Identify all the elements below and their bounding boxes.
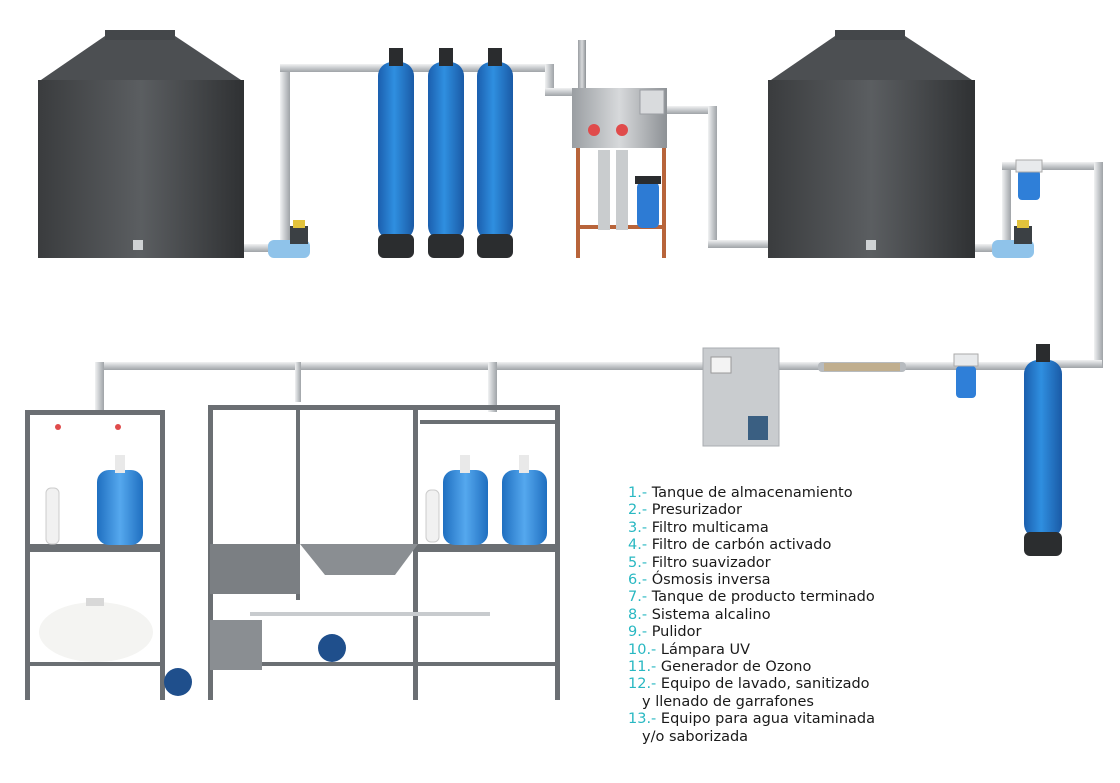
pump-right: [992, 220, 1034, 258]
pipe-network: [95, 64, 1103, 412]
legend-label: Filtro de carbón activado: [651, 537, 832, 554]
legend-item: 11.- Generador de Ozono: [628, 659, 1108, 676]
cartridge-filter: [953, 353, 979, 398]
legend-number: 10.-: [628, 641, 657, 658]
legend-number: 6.-: [628, 572, 648, 589]
legend-label: Lámpara UV: [660, 641, 751, 658]
legend-item: 10.- Lámpara UV: [628, 642, 1108, 659]
filter-columns: [378, 48, 513, 258]
legend-label: Equipo para agua vitaminada: [660, 711, 875, 728]
storage-tank-left: [38, 30, 244, 258]
legend-item: 7.- Tanque de producto terminado: [628, 589, 1108, 606]
legend-item: 6.- Ósmosis inversa: [628, 572, 1108, 589]
legend-label-continuation: y/o saborizada: [642, 728, 749, 745]
legend-label: Sistema alcalino: [651, 606, 771, 623]
legend-label: Ósmosis inversa: [651, 572, 771, 589]
legend-label: Generador de Ozono: [660, 659, 812, 676]
reverse-osmosis-unit: [572, 40, 667, 258]
legend-number: 9.-: [628, 624, 648, 641]
legend-number: 1.-: [628, 485, 648, 501]
legend-label: Equipo de lavado, sanitizado: [660, 676, 870, 693]
jugs-right: [425, 455, 547, 545]
uv-lamp: [818, 362, 906, 372]
legend-label: Pulidor: [651, 624, 702, 641]
legend-label: Tanque de producto terminado: [651, 589, 875, 606]
legend-number: 7.-: [628, 589, 648, 606]
legend-number: 8.-: [628, 606, 648, 623]
legend-item: 3.- Filtro multicama: [628, 520, 1108, 537]
legend-label-continuation: y llenado de garrafones: [642, 693, 814, 710]
washing-filling-station: [208, 405, 560, 700]
legend-number: 12.-: [628, 676, 657, 693]
finished-product-tank: [768, 30, 975, 258]
ozone-generator: [702, 347, 780, 447]
vitamin-flavor-station: [25, 410, 192, 700]
legend-number: 5.-: [628, 554, 648, 571]
legend-item: 4.- Filtro de carbón activado: [628, 537, 1108, 554]
alkaline-system: [1015, 159, 1043, 200]
legend-item: 5.- Filtro suavizador: [628, 555, 1108, 572]
legend-number: 2.-: [628, 502, 648, 519]
legend-label: Filtro suavizador: [651, 554, 771, 571]
legend-number: 13.-: [628, 711, 657, 728]
legend-item: 9.- Pulidor: [628, 624, 1108, 641]
legend-number: 3.-: [628, 519, 648, 536]
legend-label: Presurizador: [651, 502, 743, 519]
legend-item: 1.- Tanque de almacenamiento: [628, 485, 1108, 502]
polisher-column: [1024, 344, 1062, 556]
legend-label: Filtro multicama: [651, 519, 769, 536]
legend-number: 11.-: [628, 659, 657, 676]
legend-label: Tanque de almacenamiento: [651, 485, 853, 501]
legend-item: 8.- Sistema alcalino: [628, 607, 1108, 624]
pump-left: [268, 220, 310, 258]
legend-item: 2.- Presurizador: [628, 502, 1108, 519]
legend-number: 4.-: [628, 537, 648, 554]
